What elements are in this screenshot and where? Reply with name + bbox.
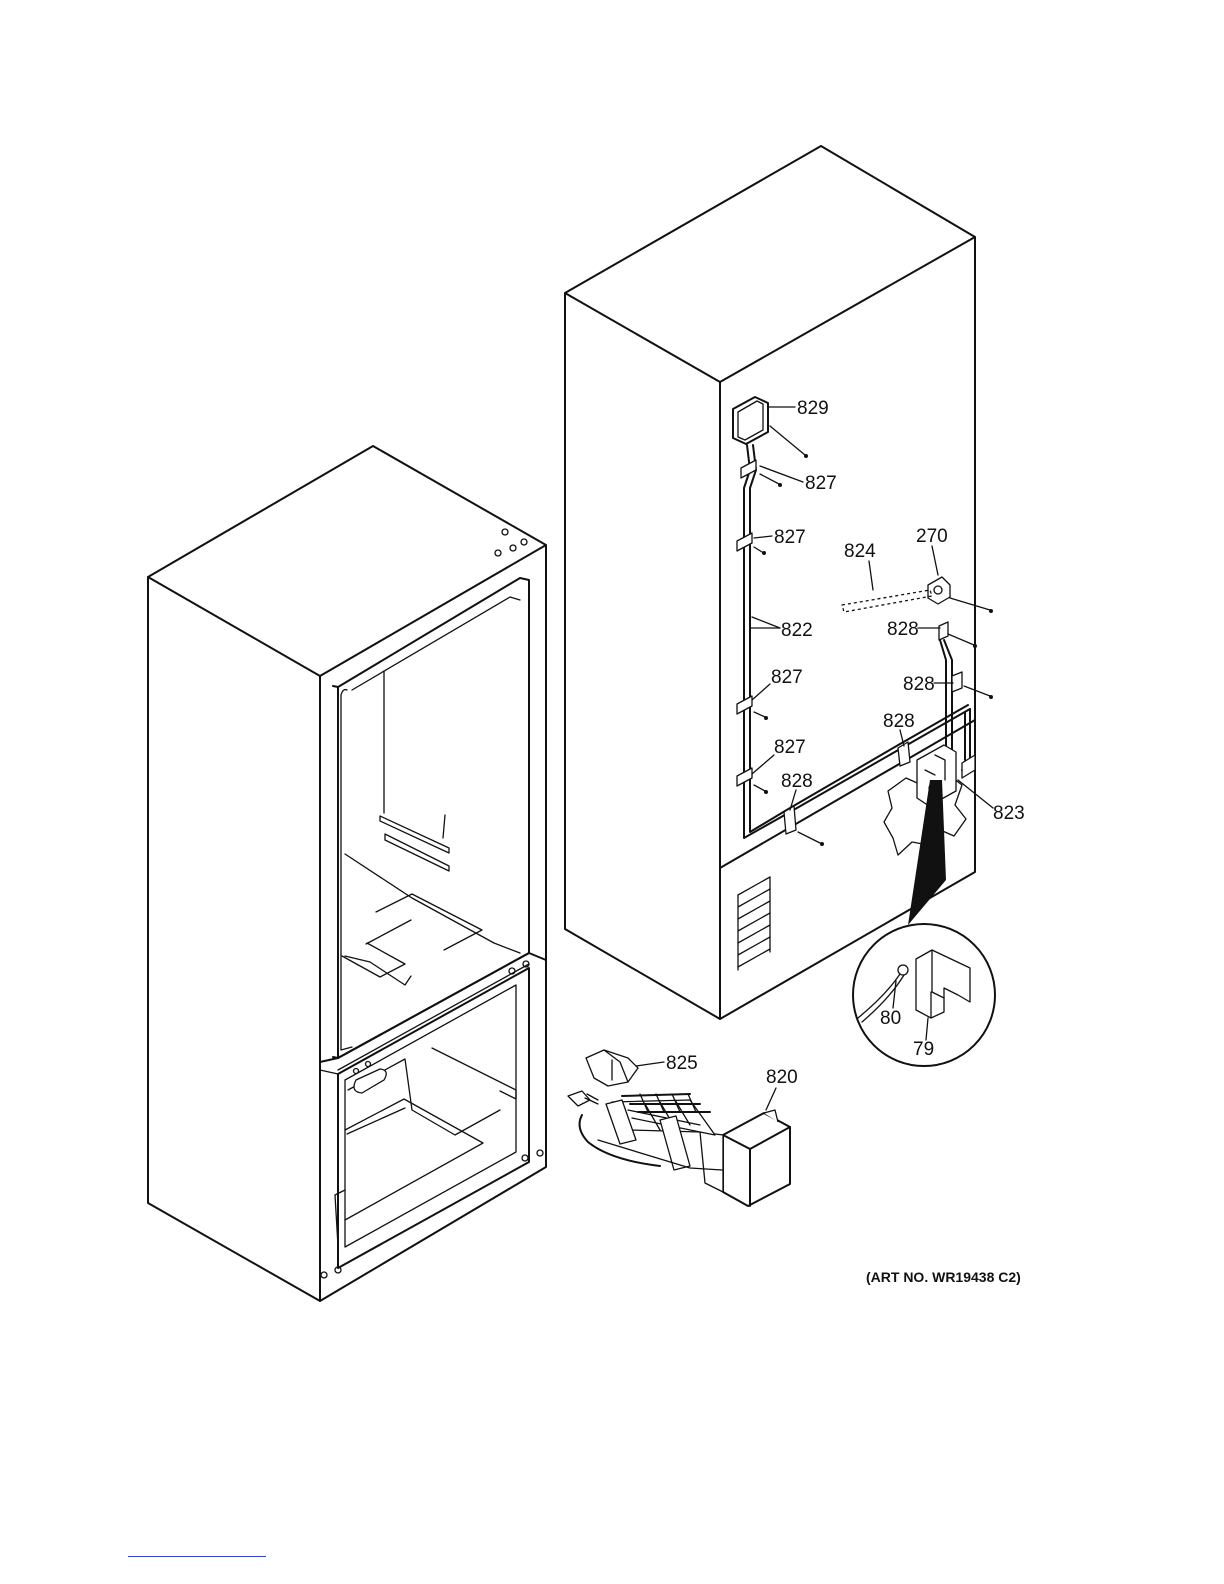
callout-829: 829 <box>797 398 829 419</box>
callout-828: 828 <box>781 771 813 792</box>
callout-270: 270 <box>916 526 948 547</box>
callout-824: 824 <box>844 541 876 562</box>
callout-827: 827 <box>774 737 806 758</box>
callout-822: 822 <box>781 620 813 641</box>
callout-827: 827 <box>805 473 837 494</box>
callout-828: 828 <box>883 711 915 732</box>
callout-825: 825 <box>666 1053 698 1074</box>
footer-link-underline[interactable] <box>128 1556 266 1557</box>
callout-79: 79 <box>913 1039 934 1060</box>
front-cabinet <box>148 446 546 1301</box>
callout-828: 828 <box>903 674 935 695</box>
callout-828: 828 <box>887 619 919 640</box>
callout-80: 80 <box>880 1008 901 1029</box>
callout-827: 827 <box>771 667 803 688</box>
callout-820: 820 <box>766 1067 798 1088</box>
rear-cabinet <box>565 146 975 1019</box>
callout-823: 823 <box>993 803 1025 824</box>
callout-827: 827 <box>774 527 806 548</box>
art-number: (ART NO. WR19438 C2) <box>866 1269 1021 1285</box>
